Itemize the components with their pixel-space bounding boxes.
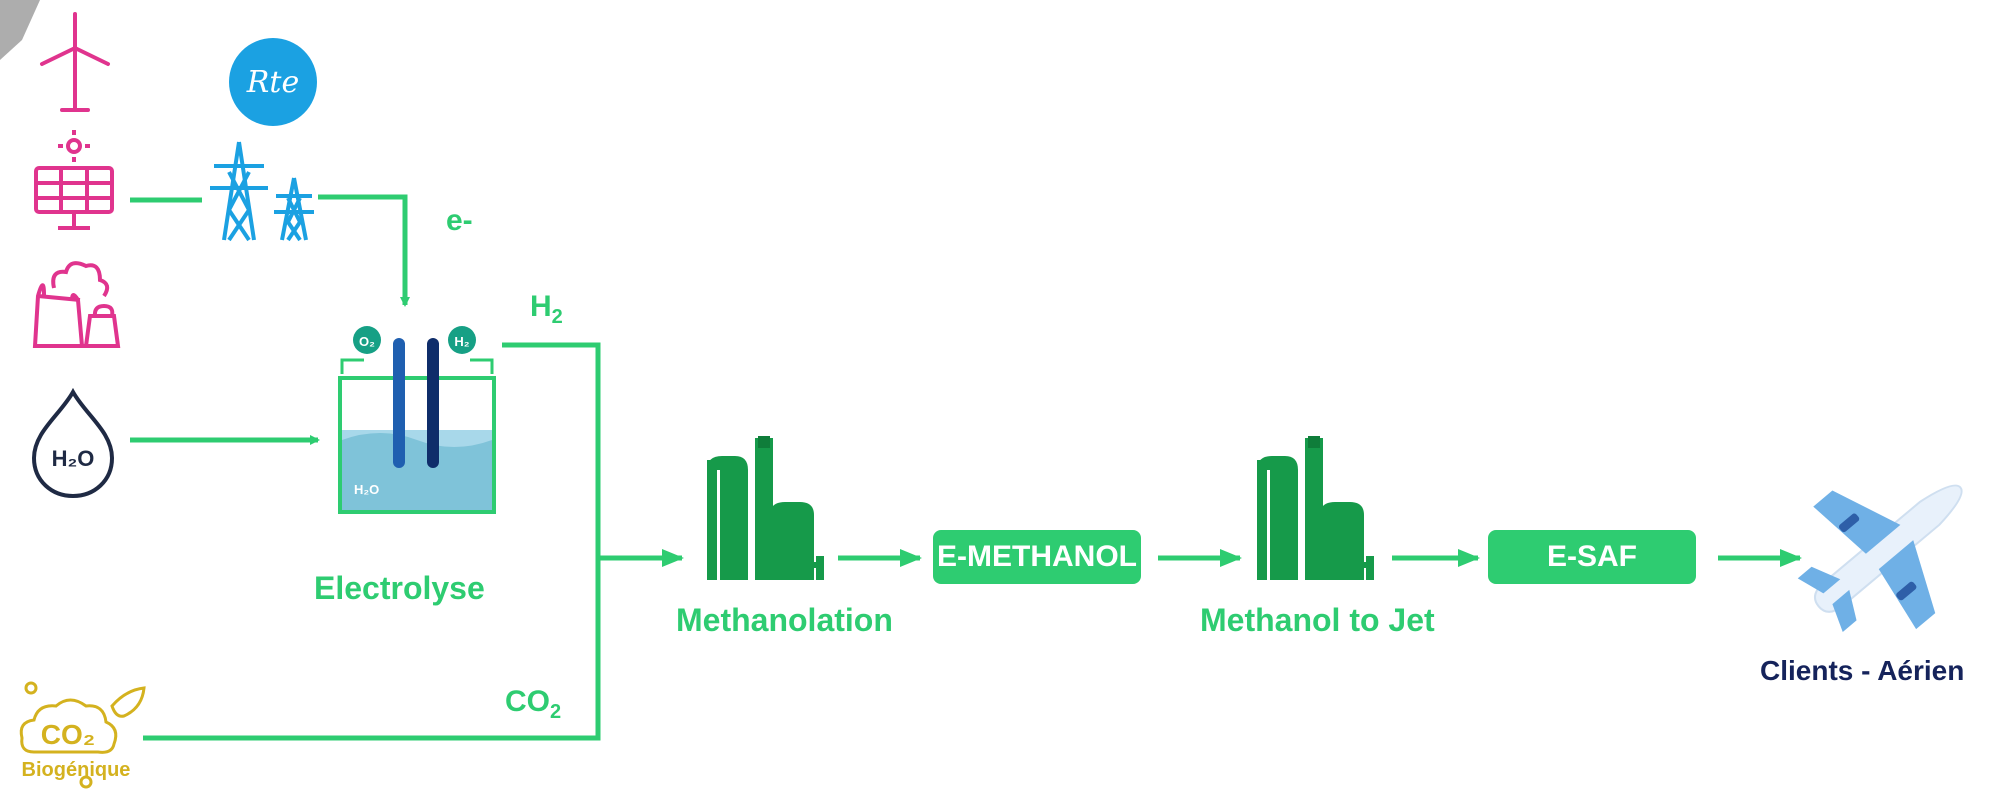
water-formula: H₂O <box>52 446 95 471</box>
electrolyser-tank-label: H₂O <box>354 482 379 497</box>
flow-lines <box>130 194 1802 741</box>
co2-formula: CO₂ <box>41 719 95 750</box>
e-methanol-box: E-METHANOL <box>933 530 1141 584</box>
electrolyser-icon: O₂ H₂ H₂O <box>338 326 496 514</box>
wind-turbine-icon <box>40 12 110 112</box>
h2-label-main: H <box>530 290 552 323</box>
solar-panel-icon <box>34 130 114 230</box>
co2-cloud-icon: CO₂ Biogénique <box>19 681 146 789</box>
co2-label: CO2 <box>505 685 561 724</box>
corner-texture <box>0 0 40 60</box>
water-drop-icon: H₂O <box>31 387 115 499</box>
electrolyser-o2: O₂ <box>359 334 375 349</box>
nuclear-plant-icon <box>32 261 121 348</box>
airplane-icon <box>1797 484 1963 632</box>
h2-label-sub: 2 <box>551 306 563 328</box>
e-saf-box: E-SAF <box>1488 530 1696 584</box>
co2-label-sub: 2 <box>550 701 562 723</box>
methanolation-plant-icon <box>707 436 824 580</box>
flow-co2 <box>143 558 601 741</box>
methanolation-label: Methanolation <box>676 602 893 638</box>
rte-logo: Rte <box>229 38 317 126</box>
h2-label: H2 <box>530 290 563 329</box>
flow-grid-to-electrolyser <box>318 194 410 307</box>
flow-h2 <box>502 342 601 558</box>
methanol-to-jet-plant-icon <box>1257 436 1374 580</box>
co2-badge-label: Biogénique <box>22 759 131 781</box>
electrons-label: e- <box>446 204 473 237</box>
co2-label-main: CO <box>505 685 550 718</box>
electrolyser-h2: H₂ <box>454 334 469 349</box>
power-pylon-icon <box>210 141 314 242</box>
methanol-to-jet-label: Methanol to Jet <box>1200 602 1435 638</box>
clients-label: Clients - Aérien <box>1760 655 1965 686</box>
electrolyse-label: Electrolyse <box>314 570 485 606</box>
